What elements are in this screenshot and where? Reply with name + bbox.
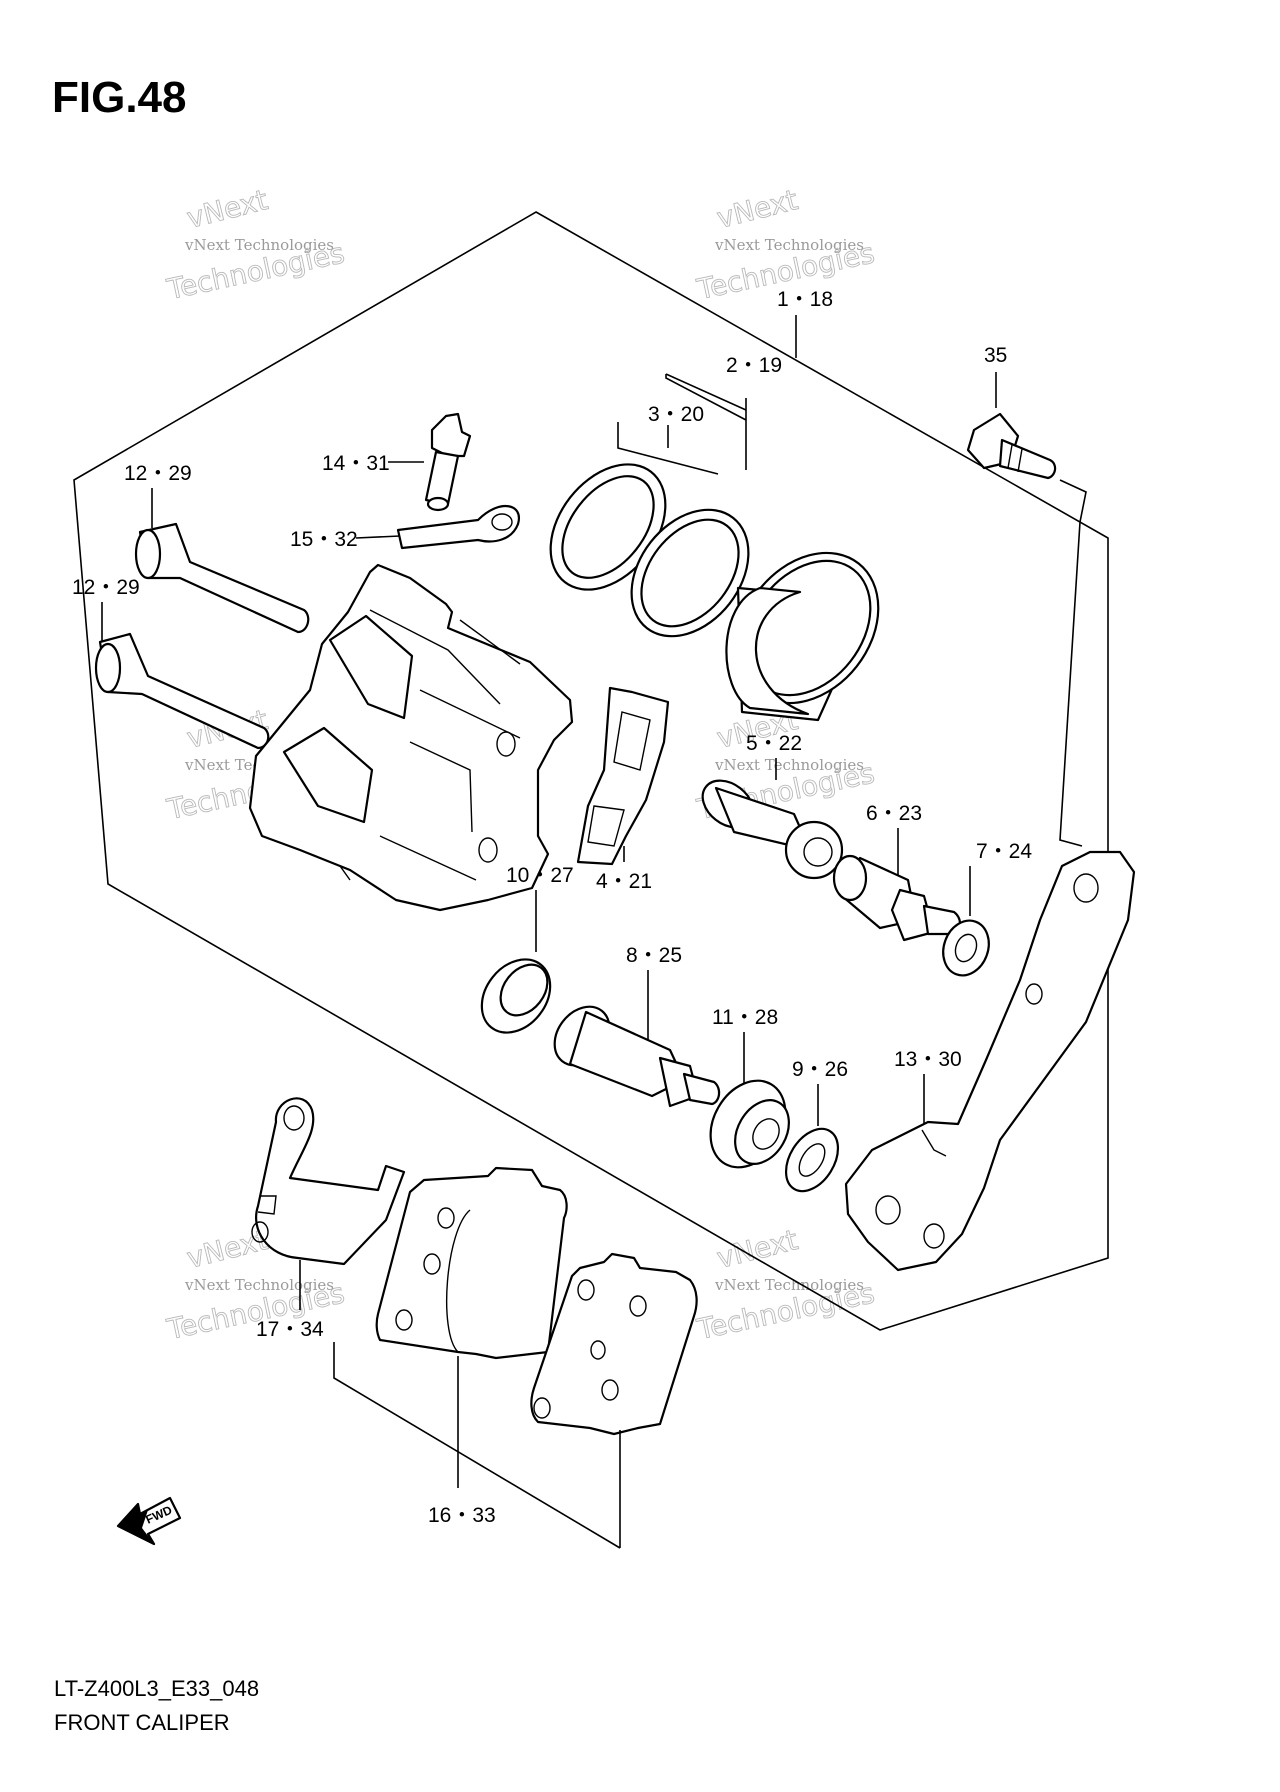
callout-12-29-lower: 12・29 xyxy=(72,576,140,599)
callout-5-22: 5・22 xyxy=(746,732,802,755)
callout-8-25: 8・25 xyxy=(626,944,682,967)
part-caliper-body xyxy=(248,563,574,912)
part-4-pad-spring xyxy=(576,686,670,866)
part-35-bolt xyxy=(966,412,1057,480)
part-12-pin-lower xyxy=(94,632,270,750)
callout-3-20: 3・20 xyxy=(648,403,704,426)
callout-35: 35 xyxy=(984,344,1007,367)
callout-7-24: 7・24 xyxy=(976,840,1032,863)
part-16-pad-front xyxy=(375,1166,568,1360)
part-7-washer xyxy=(942,919,990,977)
part-13-bracket xyxy=(844,850,1136,1272)
fwd-arrow-icon: FWD xyxy=(116,1496,182,1546)
callout-2-19: 2・19 xyxy=(726,354,782,377)
part-14-bleeder xyxy=(424,412,472,512)
watermark: vNext vNext Technologies Technologies xyxy=(693,1223,878,1347)
callout-17-34: 17・34 xyxy=(256,1318,324,1341)
svg-text:vNext Technologies: vNext Technologies xyxy=(714,236,864,254)
part-12-pin-upper xyxy=(134,522,310,634)
callout-12-29-upper: 12・29 xyxy=(124,462,192,485)
callout-6-23: 6・23 xyxy=(866,802,922,825)
part-16-pad-rear xyxy=(530,1252,698,1436)
callout-13-30: 13・30 xyxy=(894,1048,962,1071)
part-1-piston xyxy=(725,551,880,722)
callout-10-27: 10・27 xyxy=(506,864,574,887)
callout-11-28: 11・28 xyxy=(712,1006,778,1029)
svg-text:vNext Technologies: vNext Technologies xyxy=(184,236,334,254)
svg-text:vNext Technologies: vNext Technologies xyxy=(714,756,864,774)
watermark: vNext vNext Technologies Technologies xyxy=(163,183,348,307)
assembly-boundary xyxy=(73,211,1109,1331)
svg-text:vNext Technologies: vNext Technologies xyxy=(714,1276,864,1294)
callout-15-32: 15・32 xyxy=(290,528,358,551)
part-3-seal xyxy=(549,463,667,591)
part-6-pin xyxy=(832,854,962,942)
svg-text:vNext: vNext xyxy=(714,183,801,235)
callout-14-31: 14・31 xyxy=(322,452,390,475)
svg-text:vNext: vNext xyxy=(184,183,271,235)
callout-3-20-leader xyxy=(617,422,719,475)
part-9-washer xyxy=(784,1127,840,1193)
diagram-name: FRONT CALIPER xyxy=(54,1710,230,1735)
figure-title: FIG.48 xyxy=(52,73,187,122)
svg-text:vNext: vNext xyxy=(714,1223,801,1275)
callout-4-21: 4・21 xyxy=(596,870,652,893)
part-10-boot xyxy=(480,958,552,1034)
part-2-seal xyxy=(630,508,750,638)
part-15-cap xyxy=(396,504,521,550)
part-5-boot xyxy=(701,779,844,880)
svg-text:vNext Technologies: vNext Technologies xyxy=(184,1276,334,1294)
callout-1-18: 1・18 xyxy=(777,288,833,311)
callout-9-26: 9・26 xyxy=(792,1058,848,1081)
watermark: vNext vNext Technologies Technologies xyxy=(693,183,878,307)
callout-2-19-leader xyxy=(665,374,747,470)
part-17-shim xyxy=(251,1097,406,1266)
callout-16-33: 16・33 xyxy=(428,1504,496,1527)
part-8-pin xyxy=(553,1005,721,1108)
part-11-boot xyxy=(709,1079,790,1169)
callout-pads-bracket xyxy=(333,1342,621,1549)
diagram-code: LT-Z400L3_E33_048 xyxy=(54,1676,259,1701)
